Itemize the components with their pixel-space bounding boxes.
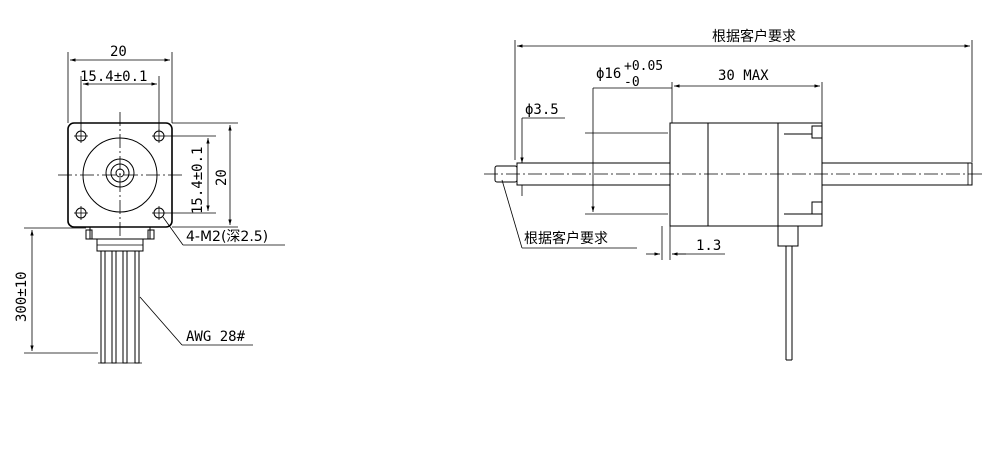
shaft-boss-outer: [105, 158, 135, 188]
overall-length-label: 根据客户要求: [712, 28, 796, 45]
boss-height-label: 1.3: [696, 238, 721, 254]
flange-circle: [82, 137, 158, 213]
side-view: 根据客户要求 ϕ16 +0.05 -0 30 MAX ϕ3.5: [484, 28, 985, 361]
hole-spacing-h-label: 15.4±0.1: [80, 69, 147, 85]
body-length-label: 30 MAX: [718, 68, 769, 84]
screw-length-callout: 根据客户要求: [501, 179, 637, 249]
hole-spacing-h-dimension: 15.4±0.1: [80, 69, 160, 130]
screw-diameter-label: ϕ3.5: [525, 102, 559, 118]
lead-length-dimension: 300±10: [14, 227, 98, 354]
overall-length-dimension: 根据客户要求: [514, 28, 973, 162]
width-dimension: 20: [67, 44, 173, 123]
wire-gauge-callout: AWG 28#: [139, 296, 253, 346]
nut-diameter-label: ϕ16: [596, 66, 621, 82]
wire-gauge-label: AWG 28#: [186, 329, 246, 345]
mounting-hole-tr: [152, 129, 166, 143]
hole-callout-label: 4-M2(深2.5): [186, 229, 268, 245]
height-dimension: 20: [172, 122, 238, 228]
lead-length-label: 300±10: [14, 271, 30, 322]
shaft-boss-inner: [110, 163, 130, 183]
lead-wires: [98, 250, 142, 364]
motor-body: [669, 122, 823, 361]
mounting-hole-bl: [74, 206, 88, 220]
body-length-dimension: 30 MAX: [671, 68, 823, 123]
hole-spacing-v-dimension: 15.4±0.1: [166, 135, 216, 214]
boss-height-dimension: 1.3: [646, 226, 725, 260]
screw-diameter-dimension: ϕ3.5: [520, 102, 565, 196]
hole-spacing-v-label: 15.4±0.1: [190, 147, 206, 214]
width-dim-label: 20: [110, 44, 127, 60]
tolerance-lower: -0: [624, 75, 640, 90]
height-dim-label: 20: [214, 169, 230, 186]
hole-callout: 4-M2(深2.5): [162, 216, 285, 246]
mounting-hole-tl: [74, 129, 88, 143]
screw-length-label: 根据客户要求: [524, 230, 608, 247]
lead-connector: [85, 226, 155, 252]
tolerance-upper: +0.05: [624, 59, 663, 74]
svg-text:ϕ16: ϕ16: [596, 66, 621, 82]
mounting-hole-br: [152, 206, 166, 220]
front-view: 20 15.4±0.1 15.4±0.1 20 4-M2(深2.5): [14, 44, 285, 364]
shaft-end: [115, 168, 125, 178]
nut-diameter-dimension: ϕ16 +0.05 -0: [585, 59, 672, 215]
